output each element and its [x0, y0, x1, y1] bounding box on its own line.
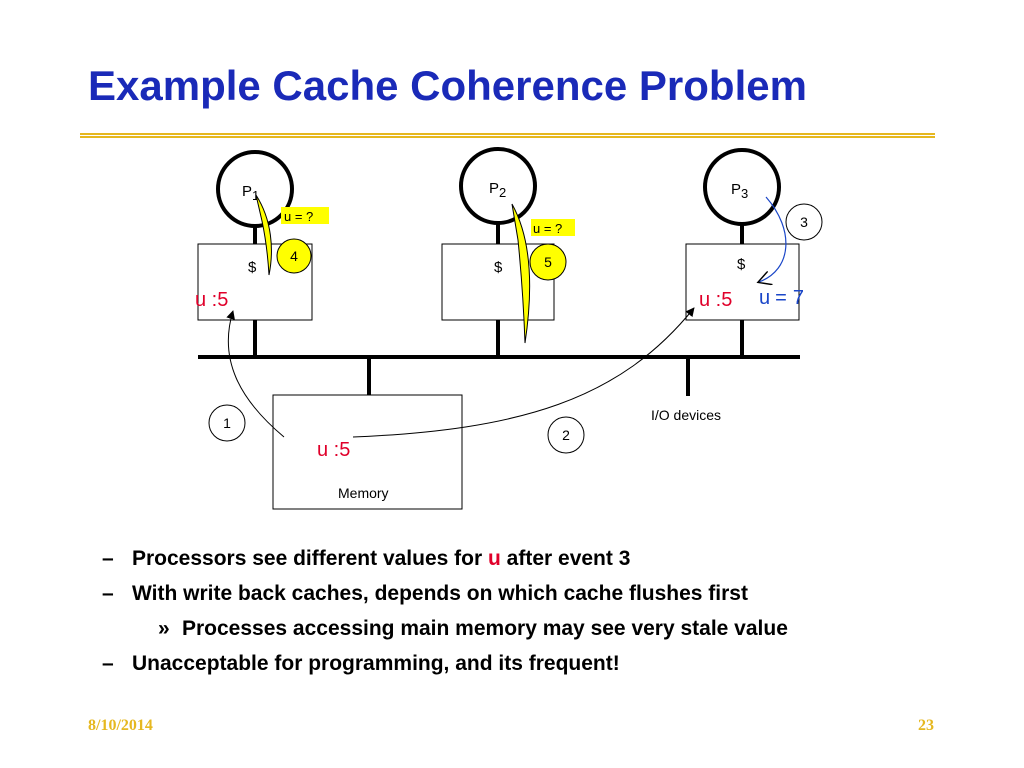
event-3-arrow [759, 196, 787, 282]
bullet-dash: – [102, 652, 114, 675]
slide-title: Example Cache Coherence Problem [88, 62, 807, 109]
memory-value: u :5 [317, 439, 350, 461]
sub-bullet-marker: » [158, 617, 170, 640]
svg-text:3: 3 [800, 214, 808, 230]
cache-2-label: $ [494, 259, 503, 276]
bullet-item: –Unacceptable for programming, and its f… [102, 646, 788, 681]
cache-1-value: u :5 [195, 289, 228, 311]
event-5-arrow [511, 203, 531, 344]
event-1-badge: 1 [208, 404, 246, 442]
write-value: u=7 [759, 287, 804, 309]
event-2-badge: 2 [547, 416, 585, 454]
svg-text:1: 1 [223, 415, 231, 431]
bullet-item: –Processors see different values for u a… [102, 541, 788, 576]
memory-box [272, 394, 463, 510]
cache-1-label: $ [248, 259, 257, 276]
bullet-list: –Processors see different values for u a… [102, 541, 788, 681]
event-5-badge: 5 [529, 243, 567, 281]
p3-label: P3 [731, 181, 748, 201]
event-1-arrow [226, 310, 285, 438]
svg-text:5: 5 [544, 254, 552, 270]
svg-text:2: 2 [562, 427, 570, 443]
bullet-text: With write back caches, depends on which… [132, 582, 748, 605]
event-3-badge: 3 [785, 203, 823, 241]
memory-label: Memory [338, 485, 389, 501]
event-4-arrow [255, 194, 272, 276]
query-2-background [531, 219, 575, 236]
query-1-background [281, 207, 329, 224]
bullet-dash: – [102, 547, 114, 570]
query-2-label: u = ? [533, 221, 562, 236]
bullet-dash: – [102, 582, 114, 605]
query-1-label: u = ? [284, 209, 313, 224]
title-divider [80, 133, 935, 138]
event-2-arrow [352, 307, 695, 438]
page-number: 23 [918, 717, 934, 734]
bullet-text: Processors see different values for [132, 547, 483, 570]
bullet-text: after event 3 [506, 547, 631, 570]
cache-3-value: u :5 [699, 289, 732, 311]
cache-3 [685, 243, 800, 321]
p2-label: P2 [489, 180, 506, 200]
cache-3-label: $ [737, 256, 746, 273]
svg-text:4: 4 [290, 248, 298, 264]
footer-date: 8/10/2014 [88, 717, 153, 734]
event-4-badge: 4 [276, 238, 312, 274]
bullet-item: –With write back caches, depends on whic… [102, 576, 788, 611]
bullet-text: Processes accessing main memory may see … [182, 617, 788, 640]
io-devices-label: I/O devices [651, 407, 721, 423]
bullet-text: Unacceptable for programming, and its fr… [132, 652, 620, 675]
sub-bullet-item: » Processes accessing main memory may see… [102, 611, 788, 646]
bullet-highlight-var: u [488, 547, 501, 570]
